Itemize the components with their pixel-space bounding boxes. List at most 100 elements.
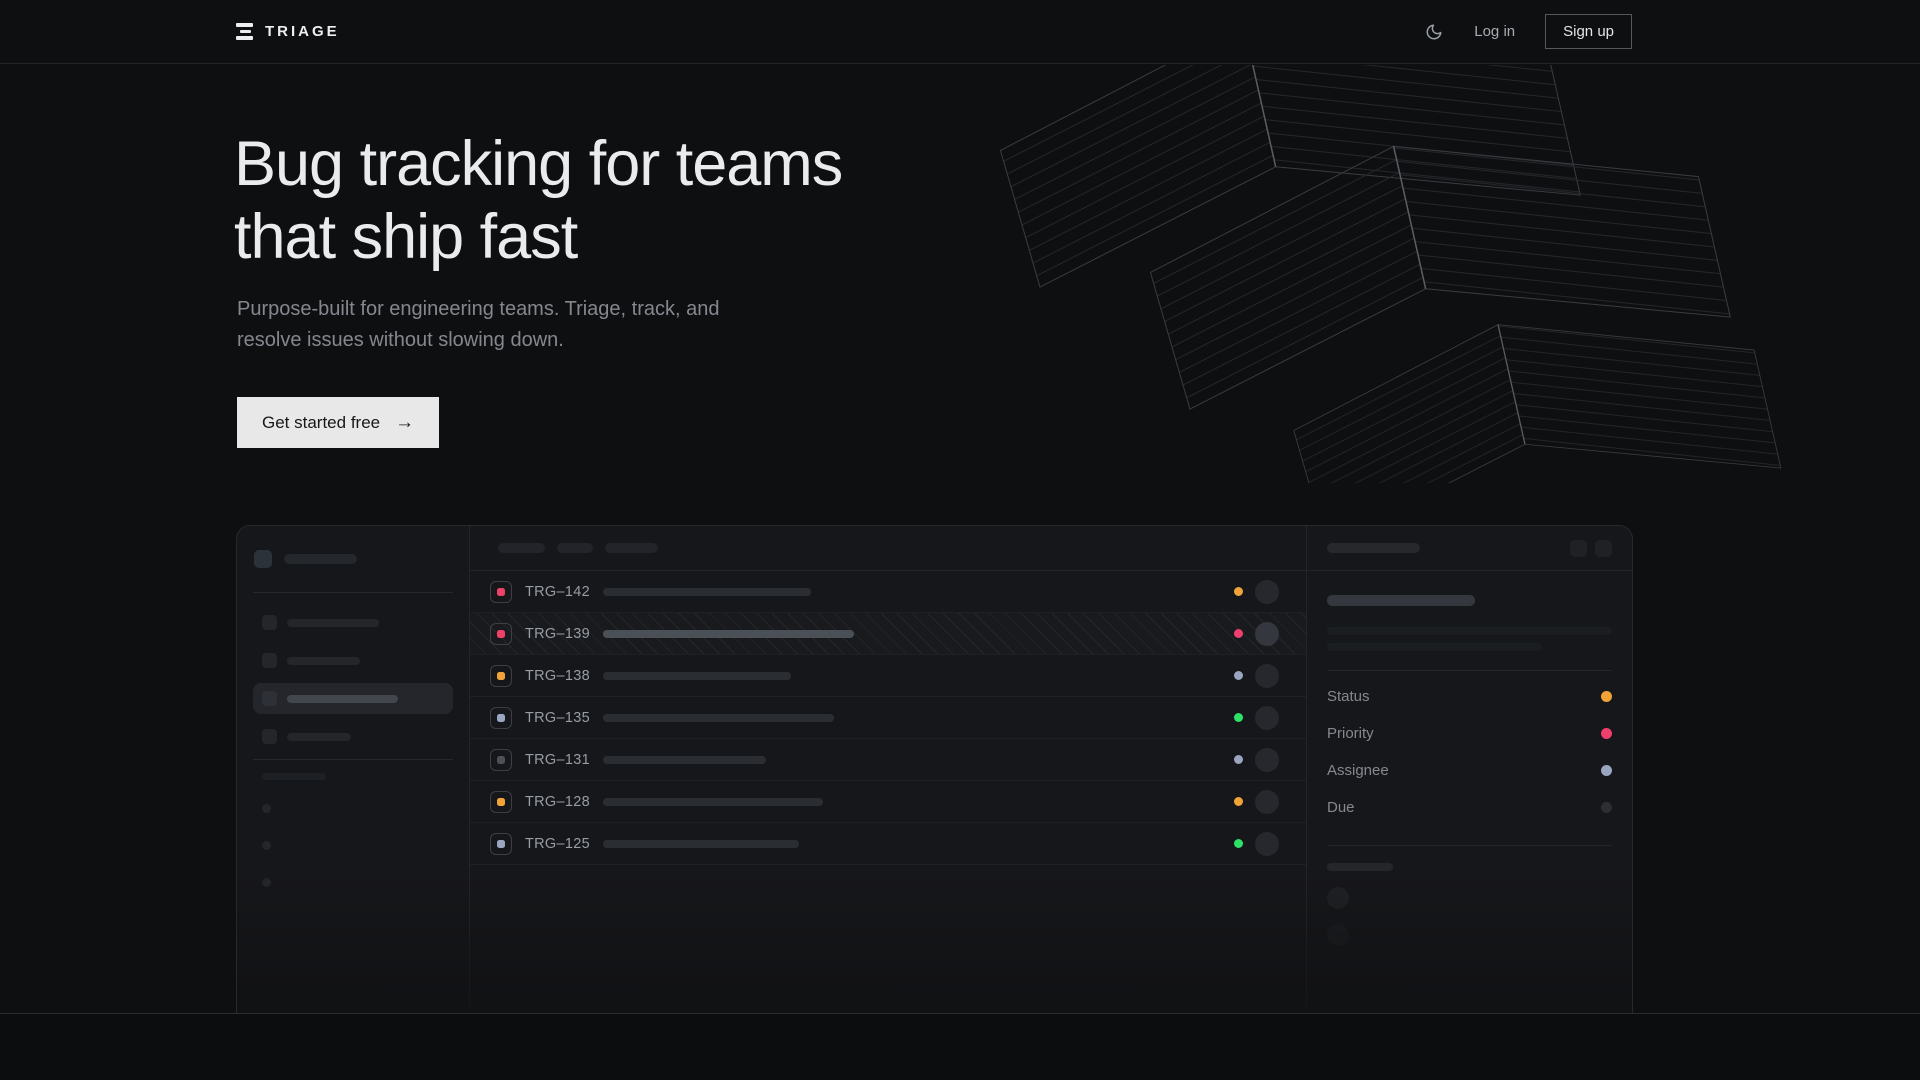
issue-type-icon xyxy=(490,707,512,729)
issue-assignee-avatar xyxy=(1255,832,1279,856)
sidebar-nav-item xyxy=(253,683,453,714)
brand-logo[interactable]: TRIAGE xyxy=(236,23,340,40)
list-header-tab-placeholder xyxy=(557,543,593,553)
issue-type-icon xyxy=(490,833,512,855)
workspace-name-placeholder xyxy=(284,554,357,564)
sidebar-item-icon-placeholder xyxy=(262,691,277,706)
detail-comments-label-placeholder xyxy=(1327,863,1393,871)
detail-breadcrumb-placeholder xyxy=(1327,543,1420,553)
issue-status-dot xyxy=(1234,713,1243,722)
sidebar-divider xyxy=(253,759,453,760)
sidebar-footer-dots xyxy=(262,804,469,887)
detail-property-row: Due xyxy=(1327,789,1612,826)
issue-list-header xyxy=(470,526,1306,571)
issue-title-placeholder xyxy=(603,588,811,596)
issue-row: TRG–135 xyxy=(470,697,1306,739)
hero-title: Bug tracking for teams that ship fast xyxy=(234,128,842,274)
issue-id: TRG–131 xyxy=(525,752,591,768)
top-navigation: TRIAGE Log in Sign up xyxy=(0,0,1920,64)
detail-panel-header xyxy=(1307,526,1632,571)
sidebar-nav-item xyxy=(253,645,453,676)
detail-divider xyxy=(1327,845,1612,846)
hero-subtitle-line1: Purpose-built for engineering teams. Tri… xyxy=(237,298,719,320)
mockup-workspace-header xyxy=(237,526,469,592)
property-label: Due xyxy=(1327,799,1355,816)
issue-id: TRG–128 xyxy=(525,794,591,810)
sidebar-nav-item xyxy=(253,721,453,752)
issue-status-dot xyxy=(1234,797,1243,806)
login-link[interactable]: Log in xyxy=(1474,23,1515,40)
theme-toggle-button[interactable] xyxy=(1424,22,1444,42)
sidebar-footer-dot xyxy=(262,804,271,813)
issue-row: TRG–139 xyxy=(470,613,1306,655)
issue-title-placeholder xyxy=(603,672,791,680)
brand-name: TRIAGE xyxy=(265,23,340,40)
arrow-right-icon: → xyxy=(395,412,414,434)
issue-id: TRG–139 xyxy=(525,626,591,642)
detail-header-actions xyxy=(1570,540,1612,557)
detail-description-placeholder xyxy=(1327,627,1612,635)
property-value-dot xyxy=(1601,802,1612,813)
issue-id: TRG–135 xyxy=(525,710,591,726)
issue-title-placeholder xyxy=(603,756,766,764)
mockup-detail-panel: Status Priority Assignee Due xyxy=(1307,526,1632,1013)
detail-property-row: Status xyxy=(1327,678,1612,715)
mockup-sidebar xyxy=(237,526,470,1013)
detail-properties: Status Priority Assignee Due xyxy=(1327,678,1612,826)
sidebar-footer-dot xyxy=(262,878,271,887)
issue-status-dot xyxy=(1234,755,1243,764)
issue-status-dot xyxy=(1234,629,1243,638)
get-started-button[interactable]: Get started free → xyxy=(237,397,439,448)
detail-panel-body: Status Priority Assignee Due xyxy=(1307,571,1632,946)
list-header-tab-placeholder xyxy=(498,543,545,553)
property-label: Assignee xyxy=(1327,762,1389,779)
issue-title-placeholder xyxy=(603,798,823,806)
nav-actions: Log in Sign up xyxy=(1424,14,1632,49)
detail-action-placeholder xyxy=(1595,540,1612,557)
detail-property-row: Priority xyxy=(1327,715,1612,752)
sidebar-nav-item xyxy=(253,607,453,638)
sidebar-footer-dot xyxy=(262,841,271,850)
sidebar-item-icon-placeholder xyxy=(262,729,277,744)
issue-list-rows: TRG–142 TRG–139 TRG–138 TRG–135 TRG–131 xyxy=(470,571,1306,865)
sidebar-item-label-placeholder xyxy=(287,733,351,741)
issue-row: TRG–125 xyxy=(470,823,1306,865)
hero-title-line1: Bug tracking for teams xyxy=(234,129,842,199)
property-label: Status xyxy=(1327,688,1370,705)
issue-assignee-avatar xyxy=(1255,706,1279,730)
workspace-avatar-placeholder xyxy=(254,550,272,568)
property-value-dot xyxy=(1601,691,1612,702)
issue-assignee-avatar xyxy=(1255,790,1279,814)
issue-row: TRG–131 xyxy=(470,739,1306,781)
issue-status-dot xyxy=(1234,671,1243,680)
detail-action-placeholder xyxy=(1570,540,1587,557)
property-value-dot xyxy=(1601,728,1612,739)
signup-button[interactable]: Sign up xyxy=(1545,14,1632,49)
property-value-dot xyxy=(1601,765,1612,776)
issue-id: TRG–138 xyxy=(525,668,591,684)
issue-type-icon xyxy=(490,623,512,645)
issue-type-icon xyxy=(490,791,512,813)
comment-avatar-placeholder xyxy=(1327,887,1349,909)
sidebar-nav-items xyxy=(237,593,469,752)
hero-subtitle: Purpose-built for engineering teams. Tri… xyxy=(237,294,719,356)
issue-status-dot xyxy=(1234,839,1243,848)
sidebar-section-label-placeholder xyxy=(262,773,326,780)
moon-icon xyxy=(1425,23,1443,41)
sidebar-item-label-placeholder xyxy=(287,657,360,665)
issue-row: TRG–128 xyxy=(470,781,1306,823)
detail-divider xyxy=(1327,670,1612,671)
issue-title-placeholder xyxy=(603,630,854,638)
issue-type-icon xyxy=(490,665,512,687)
hero-title-line2: that ship fast xyxy=(234,202,577,272)
issue-title-placeholder xyxy=(603,714,834,722)
issue-assignee-avatar xyxy=(1255,664,1279,688)
mockup-issue-list: TRG–142 TRG–139 TRG–138 TRG–135 TRG–131 xyxy=(470,526,1307,1013)
detail-property-row: Assignee xyxy=(1327,752,1612,789)
issue-row: TRG–142 xyxy=(470,571,1306,613)
get-started-label: Get started free xyxy=(262,413,380,433)
sidebar-item-icon-placeholder xyxy=(262,653,277,668)
list-header-tab-placeholder xyxy=(605,543,658,553)
issue-assignee-avatar xyxy=(1255,580,1279,604)
